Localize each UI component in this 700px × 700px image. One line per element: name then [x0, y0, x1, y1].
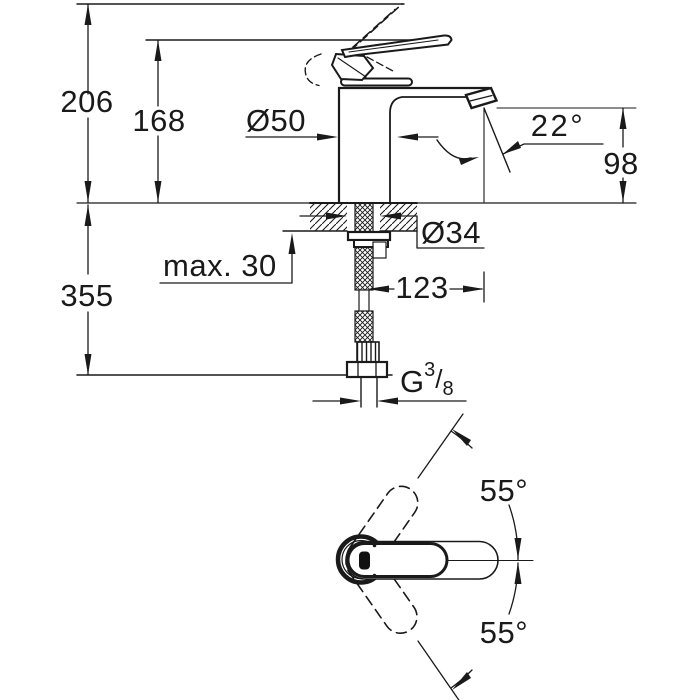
connection-hex-nut: [345, 360, 389, 379]
dim-stream-angle: 22°: [502, 108, 604, 155]
arrow-up-icon: [619, 108, 627, 129]
dim-swing-up: 55°: [417, 413, 528, 561]
arrow-arc-end-icon: [452, 429, 471, 446]
dim-label-body-diameter: Ø50: [246, 103, 306, 138]
dim-label-stream-angle: 22°: [531, 108, 585, 143]
swing-up-extension-line: [417, 413, 464, 479]
dim-label-overall-height: 206: [60, 84, 113, 119]
arrow-up-icon: [154, 40, 162, 61]
dim-overall-height: 206: [60, 3, 113, 204]
dim-lever-height: 168: [132, 39, 185, 204]
dim-label-lever-height: 168: [132, 103, 185, 138]
arrow-down-icon: [154, 181, 162, 202]
dim-supply-length: 355: [60, 204, 113, 376]
arrow-right-icon: [326, 212, 347, 220]
dim-label-connection-thread: G3/8: [400, 359, 454, 400]
dim-label-supply-length: 355: [60, 278, 113, 313]
arrow-down-icon: [619, 181, 627, 202]
hose-neck: [358, 289, 370, 312]
dim-label-outlet-height: 98: [603, 146, 638, 181]
arrow-left-icon: [377, 397, 398, 405]
dim-spout-reach: 123: [368, 270, 485, 305]
dim-label-spout-reach: 123: [395, 270, 448, 305]
stream-angle-line: [483, 107, 511, 173]
dim-label-hole-diameter: Ø34: [421, 215, 481, 250]
detail-dot: [372, 573, 377, 578]
flex-hose-lower: [354, 310, 374, 343]
side-view: 206 168 355 Ø50: [60, 3, 638, 408]
flex-hose-upper: [354, 246, 374, 291]
swing-down-extension-line: [417, 640, 460, 700]
faucet-body: [330, 34, 511, 204]
arrow-right-icon: [317, 133, 338, 141]
dim-deck-thickness: max. 30: [159, 233, 296, 284]
arrow-up-icon: [288, 233, 296, 254]
arrow-angle-icon: [503, 141, 521, 154]
arrow-down-icon: [514, 538, 522, 559]
lever-raised-dashed: [304, 3, 403, 87]
dim-outlet-height: 98: [603, 107, 638, 204]
arrow-up-icon: [84, 4, 92, 25]
arrow-down-icon: [84, 181, 92, 202]
arrow-up-icon: [514, 562, 522, 584]
flow-direction-arc: [436, 139, 472, 160]
dim-label-deck-thickness: max. 30: [163, 248, 277, 283]
arrow-right-icon: [463, 285, 484, 293]
dim-label-swing-up: 55°: [480, 473, 528, 508]
threaded-shank: [354, 202, 374, 233]
arrow-left-icon: [397, 133, 418, 141]
top-view: 55° 55°: [335, 413, 534, 700]
dim-swing-down: 55°: [417, 562, 528, 700]
mounting-section: [282, 202, 418, 408]
dim-connection-thread: G3/8: [312, 359, 467, 405]
hose-ferrule: [356, 341, 380, 363]
arrow-flow-icon: [459, 157, 479, 165]
arrow-arc-end-icon: [452, 672, 471, 690]
dim-body-diameter: Ø50: [245, 103, 479, 165]
arrow-down-icon: [84, 354, 92, 375]
temp-indicator: [359, 551, 370, 570]
arrow-left-icon: [380, 212, 401, 220]
arrow-right-icon: [340, 397, 361, 405]
spout-underside: [389, 96, 469, 203]
connection-tube: [360, 376, 378, 408]
lever-heel-dashed: [304, 53, 322, 87]
arrow-left-icon: [368, 285, 389, 293]
dim-label-swing-down: 55°: [480, 615, 528, 650]
dim-hole-diameter: Ø34: [299, 212, 485, 250]
side-fitting: [372, 241, 387, 259]
arrow-up-icon: [84, 205, 92, 226]
lever-blade: [340, 34, 453, 59]
mounting-washer: [346, 230, 392, 242]
detail-dot: [372, 543, 377, 548]
